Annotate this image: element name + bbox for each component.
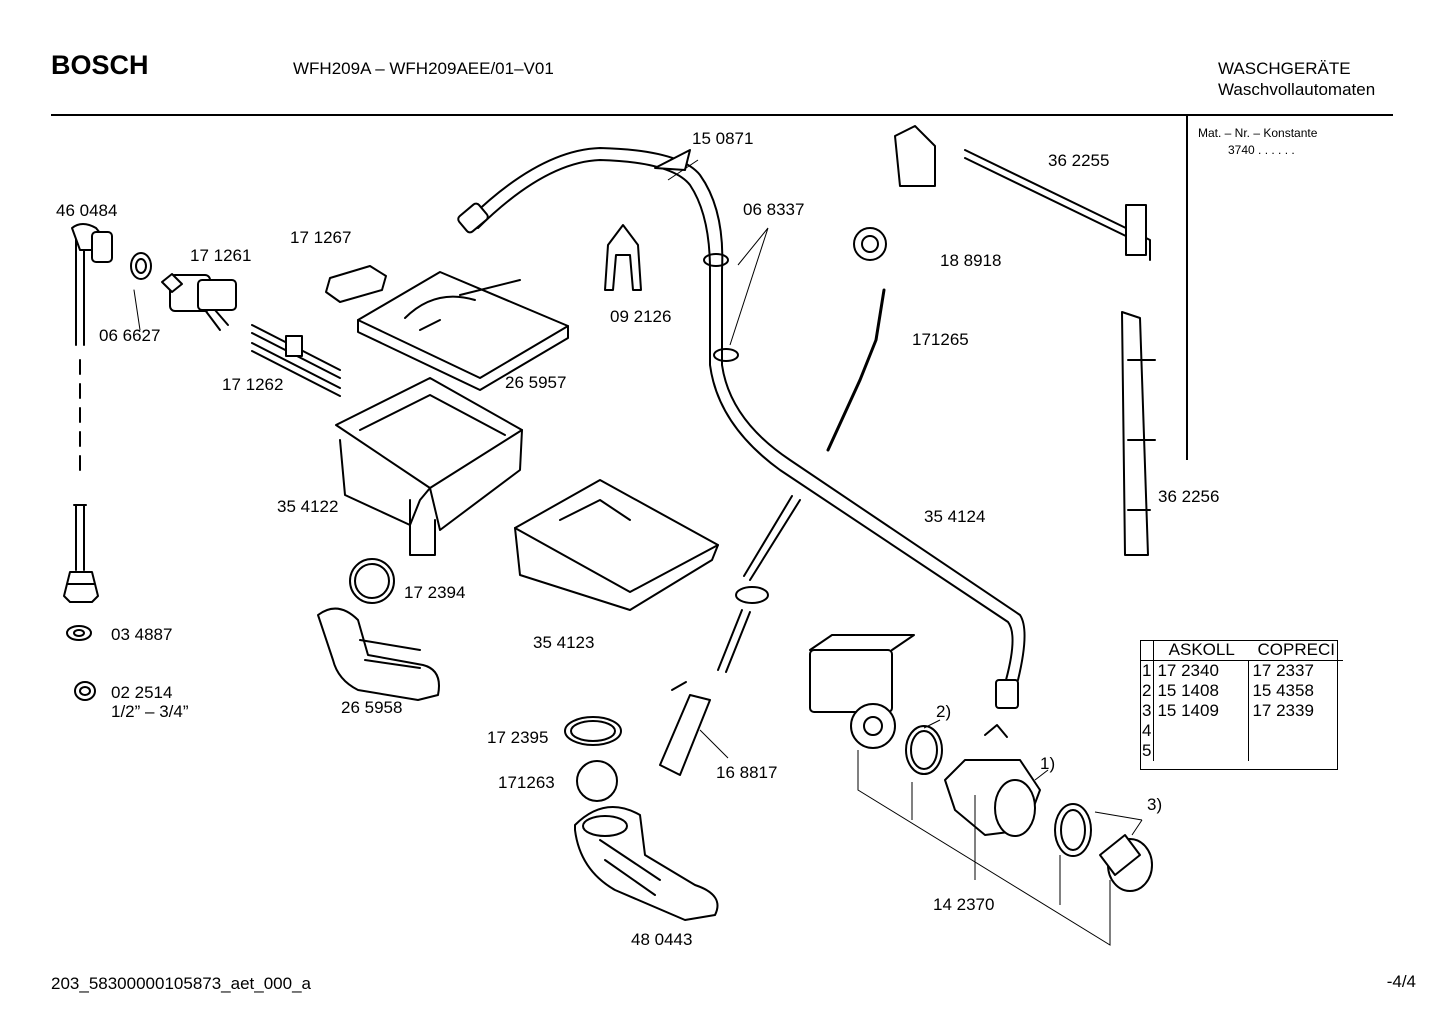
copreci-cell bbox=[1249, 741, 1344, 761]
sump-hose-part bbox=[574, 806, 719, 921]
askoll-cell bbox=[1153, 721, 1250, 741]
detergent-drawer-part bbox=[335, 377, 523, 556]
tub-hose-part bbox=[457, 147, 1026, 709]
clip-part bbox=[604, 224, 642, 291]
category-title: WASCHGERÄTE bbox=[1218, 59, 1351, 78]
ball-part bbox=[576, 760, 618, 802]
part-label: 03 4887 bbox=[111, 625, 173, 644]
part-label: 17 2395 bbox=[487, 728, 549, 747]
pressure-switch-part bbox=[853, 227, 887, 261]
row-number: 5 bbox=[1140, 741, 1155, 761]
askoll-cell bbox=[1153, 741, 1250, 761]
part-label: 06 8337 bbox=[743, 200, 805, 219]
askoll-cell: 15 1408 bbox=[1153, 681, 1250, 701]
nut-part bbox=[74, 681, 96, 701]
note-marker: 3) bbox=[1147, 795, 1163, 814]
washer-part bbox=[130, 252, 152, 280]
row-number: 3 bbox=[1140, 701, 1155, 721]
note-marker: 2) bbox=[936, 702, 952, 721]
inlet-hose-part bbox=[63, 223, 113, 603]
part-label: 36 2256 bbox=[1158, 487, 1220, 506]
table-row: 5 bbox=[1140, 741, 1343, 761]
mat-number-value: 3740 . . . . . . bbox=[1228, 143, 1295, 157]
model-title: WFH209A – WFH209AEE/01–V01 bbox=[293, 59, 554, 78]
part-label: 15 0871 bbox=[692, 129, 754, 148]
part-label: 17 1262 bbox=[222, 375, 284, 394]
column-header: COPRECI bbox=[1248, 640, 1344, 661]
drain-pump-part bbox=[809, 634, 1153, 892]
table-row: 4 bbox=[1140, 721, 1343, 741]
part-label: 35 4122 bbox=[277, 497, 339, 516]
askoll-cell: 17 2340 bbox=[1153, 660, 1250, 681]
page-number: -4/4 bbox=[1386, 972, 1416, 991]
brand-logo: BOSCH bbox=[51, 50, 149, 80]
part-label: 09 2126 bbox=[610, 307, 672, 326]
part-label: 171263 bbox=[498, 773, 555, 792]
table-row: 1 17 2340 17 2337 bbox=[1140, 660, 1343, 681]
copreci-cell: 17 2337 bbox=[1252, 661, 1314, 680]
inlet-valve-part bbox=[161, 273, 237, 331]
info-divider bbox=[1186, 116, 1188, 460]
part-label: 171265 bbox=[912, 330, 969, 349]
category-subtitle: Waschvollautomaten bbox=[1218, 80, 1376, 99]
part-label: 48 0443 bbox=[631, 930, 693, 949]
seal-ring-small-part bbox=[564, 716, 622, 746]
side-bracket-part bbox=[1121, 311, 1156, 556]
row-number: 4 bbox=[1140, 721, 1155, 741]
copreci-cell: 15 4358 bbox=[1252, 681, 1314, 700]
tube-part bbox=[251, 324, 341, 397]
bracket-part bbox=[325, 265, 387, 303]
rail-bracket-part bbox=[894, 125, 1151, 261]
table-row: 3 15 1409 17 2339 bbox=[1140, 701, 1343, 721]
part-label: 18 8918 bbox=[940, 251, 1002, 270]
askoll-cell: 15 1409 bbox=[1153, 701, 1250, 721]
part-label: 26 5958 bbox=[341, 698, 403, 717]
part-size-label: 1/2” – 3/4” bbox=[111, 702, 189, 721]
part-label: 17 2394 bbox=[404, 583, 466, 602]
row-number: 1 bbox=[1140, 660, 1155, 681]
header-divider bbox=[51, 114, 1393, 116]
copreci-cell: 17 2339 bbox=[1252, 701, 1314, 720]
part-label: 16 8817 bbox=[716, 763, 778, 782]
column-header: ASKOLL bbox=[1153, 640, 1249, 661]
drawer-insert-part bbox=[514, 479, 719, 611]
seal-part bbox=[66, 625, 92, 641]
pump-variants-table: ASKOLL COPRECI 1 17 2340 17 2337 2 15 14… bbox=[1140, 640, 1344, 761]
note-marker: 1) bbox=[1040, 754, 1056, 773]
part-label: 26 5957 bbox=[505, 373, 567, 392]
table-row: 2 15 1408 15 4358 bbox=[1140, 681, 1343, 701]
part-label: 06 6627 bbox=[99, 326, 161, 345]
part-label: 17 1261 bbox=[190, 246, 252, 265]
row-number: 2 bbox=[1140, 681, 1155, 701]
part-label: 35 4123 bbox=[533, 633, 595, 652]
table-header-row: ASKOLL COPRECI bbox=[1140, 640, 1344, 661]
mat-number-label: Mat. – Nr. – Konstante bbox=[1198, 126, 1318, 140]
pressure-tube-part bbox=[826, 288, 886, 452]
heater-part bbox=[659, 495, 801, 776]
part-label: 46 0484 bbox=[56, 201, 118, 220]
part-label: 17 1267 bbox=[290, 228, 352, 247]
part-label: 14 2370 bbox=[933, 895, 995, 914]
document-id: 203_58300000105873_aet_000_a bbox=[51, 974, 311, 993]
copreci-cell bbox=[1249, 721, 1344, 741]
part-label: 02 2514 bbox=[111, 683, 173, 702]
dispenser-housing-part bbox=[357, 271, 569, 391]
part-label: 36 2255 bbox=[1048, 151, 1110, 170]
part-label: 35 4124 bbox=[924, 507, 986, 526]
seal-ring-part bbox=[349, 558, 395, 604]
drain-hose-part bbox=[317, 607, 440, 701]
